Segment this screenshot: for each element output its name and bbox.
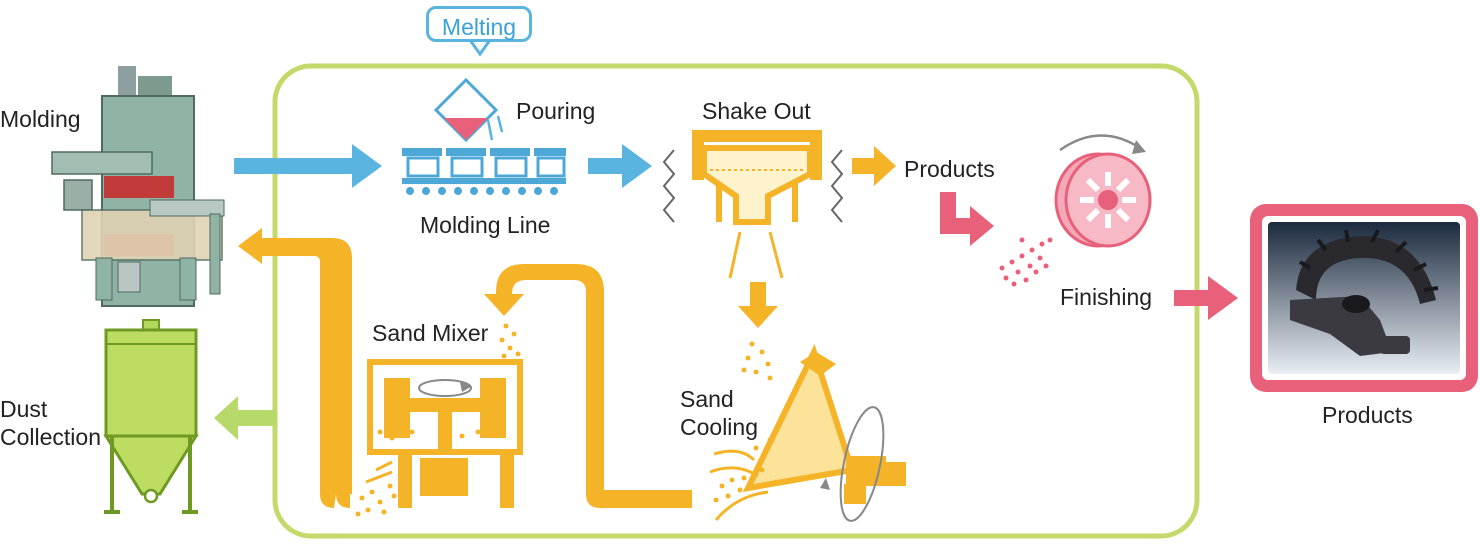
products-final-label: Products <box>1322 402 1413 428</box>
shake-out-icon <box>662 130 844 279</box>
molding-machine-icon <box>51 66 225 307</box>
sand-cooling-label-line1: Sand <box>680 386 734 412</box>
melting-tag: Melting <box>426 6 532 42</box>
sand-mixer-label: Sand Mixer <box>372 320 489 346</box>
to-sand-cooling-arrow <box>738 282 778 328</box>
dust-collection-label-line1: Dust <box>0 396 48 422</box>
sand-mixer-icon <box>355 323 523 517</box>
dust-arrow <box>214 396 276 440</box>
sand-return-to-molding <box>238 228 352 508</box>
dust-collection-label-line2: Collection <box>0 424 101 450</box>
finishing-label: Finishing <box>1060 284 1153 310</box>
products-to-finishing-arrow <box>940 192 994 246</box>
finishing-wheel-icon <box>999 134 1152 287</box>
sand-cooling-icon <box>709 343 906 522</box>
pouring-label: Pouring <box>516 98 596 124</box>
molding-to-line-arrow <box>234 144 382 188</box>
shake-out-label: Shake Out <box>702 98 811 124</box>
shakeout-to-products-arrow <box>852 146 896 186</box>
molding-line-icon <box>402 148 566 195</box>
products-mid-label: Products <box>904 156 995 182</box>
line-to-shakeout-arrow <box>588 144 652 188</box>
sand-particles <box>741 341 773 381</box>
sand-pipe-lower <box>484 264 692 508</box>
finishing-to-products-arrow <box>1174 276 1238 320</box>
casting-product-icon <box>1290 229 1439 356</box>
molding-label: Molding <box>0 106 81 132</box>
ladle-icon <box>433 77 504 143</box>
dust-collector-icon <box>103 319 199 514</box>
molding-line-label: Molding Line <box>420 212 551 238</box>
sand-cooling-label-line2: Cooling <box>680 414 758 440</box>
